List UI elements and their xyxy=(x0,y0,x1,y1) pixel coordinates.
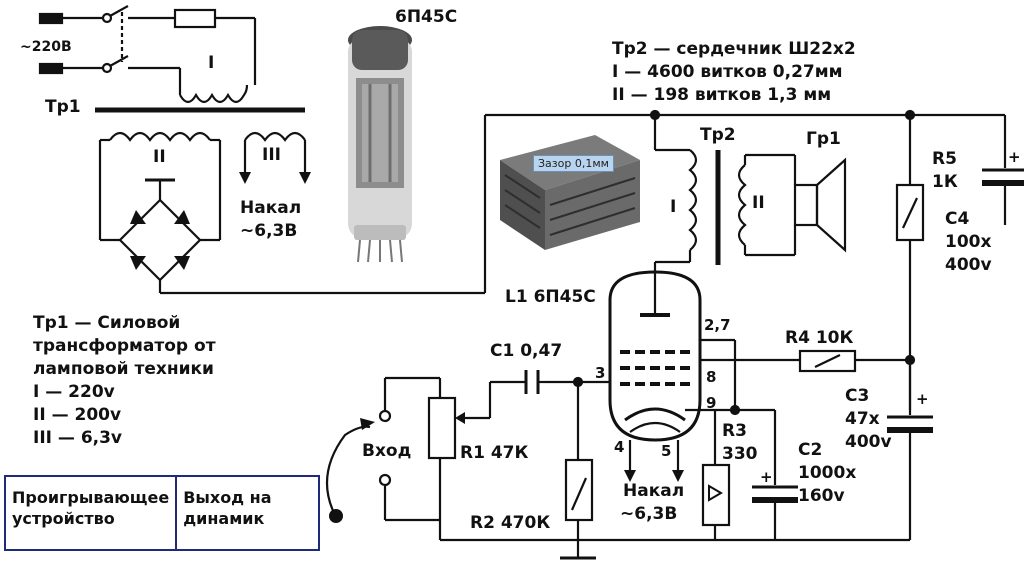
r3-name: R3 xyxy=(722,421,747,441)
tr2-gap-tag: Зазор 0,1мм xyxy=(533,155,614,172)
mains-plug-top xyxy=(38,12,64,25)
speaker-cone xyxy=(815,157,847,253)
tube-heater xyxy=(629,421,681,433)
tr1-heater-winding-label: III xyxy=(262,145,281,165)
tr2-photo xyxy=(500,135,640,250)
c4-value1: 100х xyxy=(945,232,992,252)
r1-wiper-arrow xyxy=(455,412,465,424)
mains-switch-top xyxy=(109,5,129,17)
r2-resistor xyxy=(564,458,594,522)
tr1-note-1: Тр1 — Силовой xyxy=(33,313,181,333)
c2-value2: 160v xyxy=(798,486,845,506)
c3-value2: 400v xyxy=(845,432,892,452)
r3-value: 330 xyxy=(722,444,758,464)
tr1-heater-label-1: Накал xyxy=(240,198,302,218)
c2-name: C2 xyxy=(798,440,823,460)
diode-bridge xyxy=(118,198,202,282)
pin-27: 2,7 xyxy=(704,316,731,334)
c3-value1: 47х xyxy=(845,409,880,429)
tr1-secondary-coil xyxy=(109,131,211,142)
tr2-label: Тр2 xyxy=(700,125,736,145)
c2-value1: 1000х xyxy=(798,463,857,483)
r5-name: R5 xyxy=(932,149,957,169)
tr1-primary-label: I xyxy=(208,53,215,73)
tube-cathode xyxy=(624,407,686,422)
tr2-secondary-label: II xyxy=(752,193,765,213)
r4-label: R4 10К xyxy=(785,328,854,348)
tr1-heater-coil xyxy=(244,131,306,142)
r2-label: R2 470К xyxy=(470,513,551,533)
tr1-note-3: ламповой техники xyxy=(33,359,214,379)
mains-switch-bottom xyxy=(109,55,129,67)
tr2-primary-label: I xyxy=(670,197,677,217)
r5-value: 1К xyxy=(932,172,958,192)
tube-photo-label: 6П45С xyxy=(395,7,458,27)
pin-4: 4 xyxy=(614,438,625,456)
input-jack-top xyxy=(378,409,392,423)
input-plug xyxy=(329,509,343,523)
tr2-primary-coil xyxy=(688,149,698,251)
input-arrow xyxy=(360,418,375,430)
pin-8: 8 xyxy=(706,368,717,386)
tube-photo xyxy=(348,26,412,263)
tr1-note-5: II — 200v xyxy=(33,405,122,425)
c4-polarity: + xyxy=(1008,148,1021,166)
tr2-spec-line3: II — 198 витков 1,3 мм xyxy=(612,85,832,105)
input-label: Вход xyxy=(362,441,412,461)
tr1-label: Тр1 xyxy=(45,97,81,117)
speaker-magnet xyxy=(793,183,819,227)
r1-label: R1 47К xyxy=(460,443,529,463)
c3-name: C3 xyxy=(845,386,870,406)
legend-output: Выход на динамик xyxy=(183,488,272,528)
fuse xyxy=(173,8,217,29)
c1-label: C1 0,47 xyxy=(490,341,563,361)
legend-player: Проигрывающее устройство xyxy=(6,477,178,549)
tr1-primary-coil xyxy=(179,84,249,104)
speaker-label: Гр1 xyxy=(806,129,841,149)
tr1-note-6: III — 6,3v xyxy=(33,428,123,448)
legend-box: Проигрывающее устройство Выход на динами… xyxy=(4,475,320,551)
tr2-spec-line2: I — 4600 витков 0,27мм xyxy=(612,62,843,82)
tr2-secondary-coil xyxy=(737,164,747,246)
tr1-note-2: трансформатор от xyxy=(33,336,216,356)
c4-name: C4 xyxy=(945,209,970,229)
tube-heater-label-2: ~6,3В xyxy=(620,504,678,524)
mains-plug-bottom xyxy=(38,62,64,75)
tube-heater-label-1: Накал xyxy=(623,481,685,501)
input-jack-bottom xyxy=(378,473,392,487)
tr1-heater-label-2: ~6,3В xyxy=(240,221,298,241)
r1-potentiometer xyxy=(427,396,457,460)
tube-envelope xyxy=(608,270,702,442)
c4-value2: 400v xyxy=(945,255,992,275)
pin-5: 5 xyxy=(661,442,672,460)
pin-3: 3 xyxy=(595,364,606,382)
tr1-secondary-label: II xyxy=(153,147,166,167)
pin-9: 9 xyxy=(706,394,717,412)
c2-polarity: + xyxy=(760,468,773,486)
tr2-spec-line1: Тр2 — сердечник Ш22х2 xyxy=(612,39,856,59)
tube-label: L1 6П45С xyxy=(505,287,596,307)
tr1-note-4: I — 220v xyxy=(33,382,115,402)
c3-polarity: + xyxy=(916,390,929,408)
mains-label: ~220В xyxy=(20,39,72,55)
